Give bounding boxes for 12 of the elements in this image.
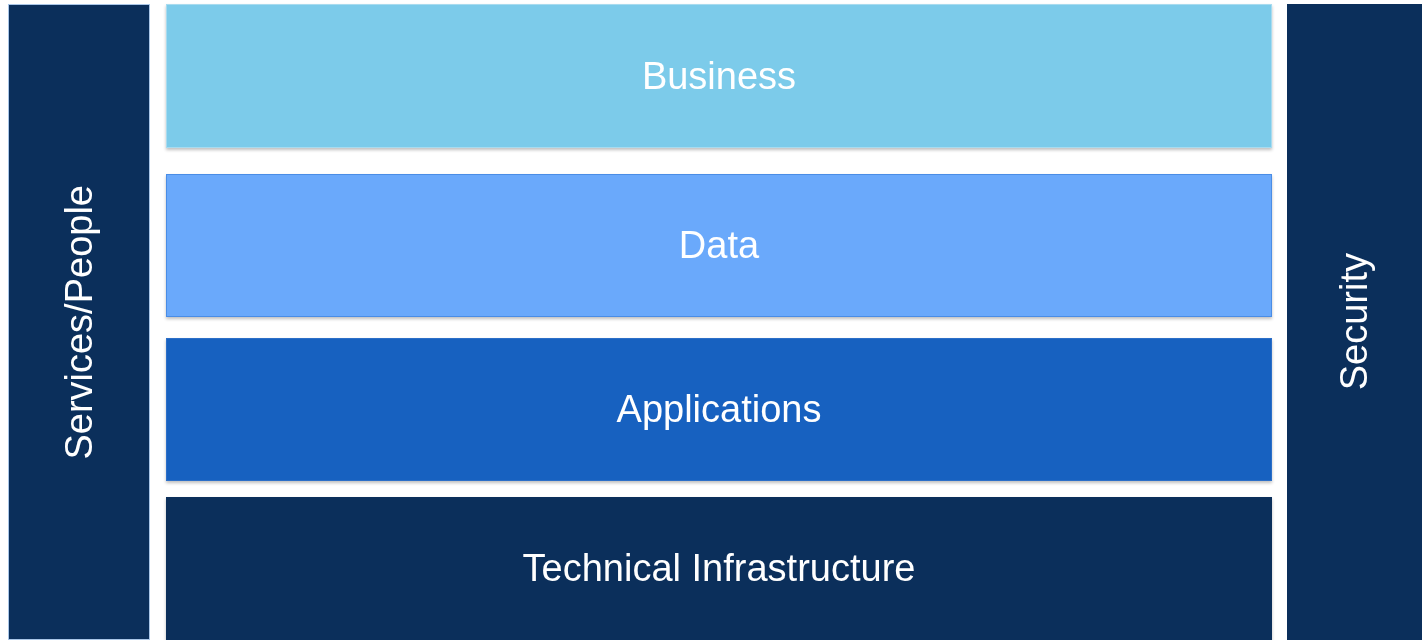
layer-label: Data	[678, 224, 760, 267]
layer-label: Technical Infrastructure	[522, 547, 916, 590]
layer-label: Security	[1333, 253, 1376, 391]
side-bar	[1287, 4, 1422, 640]
layer-label: Business	[641, 54, 797, 98]
layer-band	[166, 174, 1272, 317]
layer-band	[166, 497, 1272, 640]
layer-band	[166, 338, 1272, 481]
layer-label: Services/People	[57, 184, 101, 460]
layer-label: Applications	[616, 388, 822, 431]
layer-band	[166, 4, 1272, 148]
side-bar	[8, 4, 150, 640]
